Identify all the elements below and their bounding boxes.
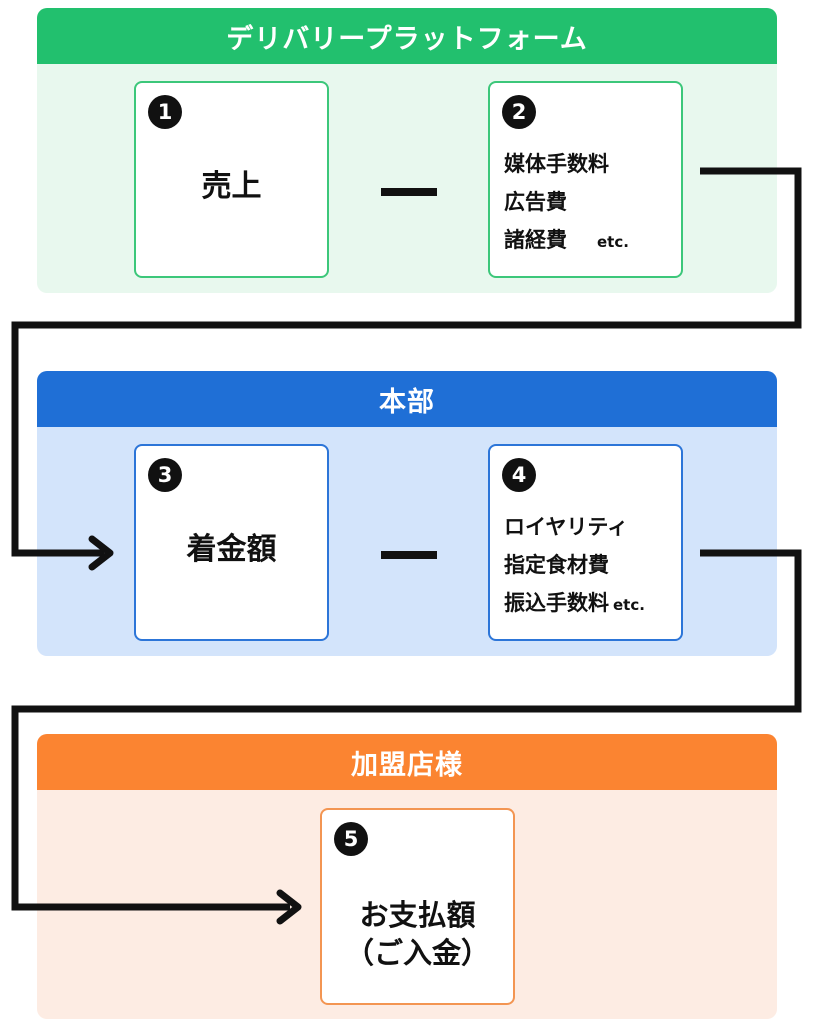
step-number-3: 3 [148, 458, 182, 492]
fee-item: ロイヤリティ [504, 515, 629, 539]
minus-sign-2 [381, 551, 437, 559]
fee-item: 指定食材費 [504, 553, 609, 577]
step-number-5: 5 [334, 822, 368, 856]
franchise-store-header: 加盟店様 [37, 734, 777, 790]
fee-item: 広告費 [504, 190, 567, 214]
connector-2-to-3 [11, 167, 802, 557]
fee-item: 媒体手数料 [504, 152, 609, 176]
payment-note-label: （ご入金） [344, 936, 490, 970]
step-number-4: 4 [502, 458, 536, 492]
etc-label: etc. [613, 596, 645, 614]
arrow-head-to-3 [88, 535, 114, 571]
delivery-platform-header: デリバリープラットフォーム [37, 8, 777, 64]
received-amount-label: 着金額 [186, 532, 277, 567]
connector-4-to-5 [11, 549, 802, 911]
step-number-2: 2 [502, 95, 536, 129]
received-amount-box: 3 着金額 [134, 444, 329, 641]
payment-amount-label: お支払額 [359, 898, 476, 932]
sales-box: 1 売上 [134, 81, 329, 278]
etc-label: etc. [597, 233, 629, 251]
sales-label: 売上 [201, 169, 262, 204]
step-number-1: 1 [148, 95, 182, 129]
payment-amount-box: 5 お支払額 （ご入金） [320, 808, 515, 1005]
minus-sign-1 [381, 188, 437, 196]
headquarters-header: 本部 [37, 371, 777, 427]
arrow-head-to-5 [276, 889, 302, 925]
